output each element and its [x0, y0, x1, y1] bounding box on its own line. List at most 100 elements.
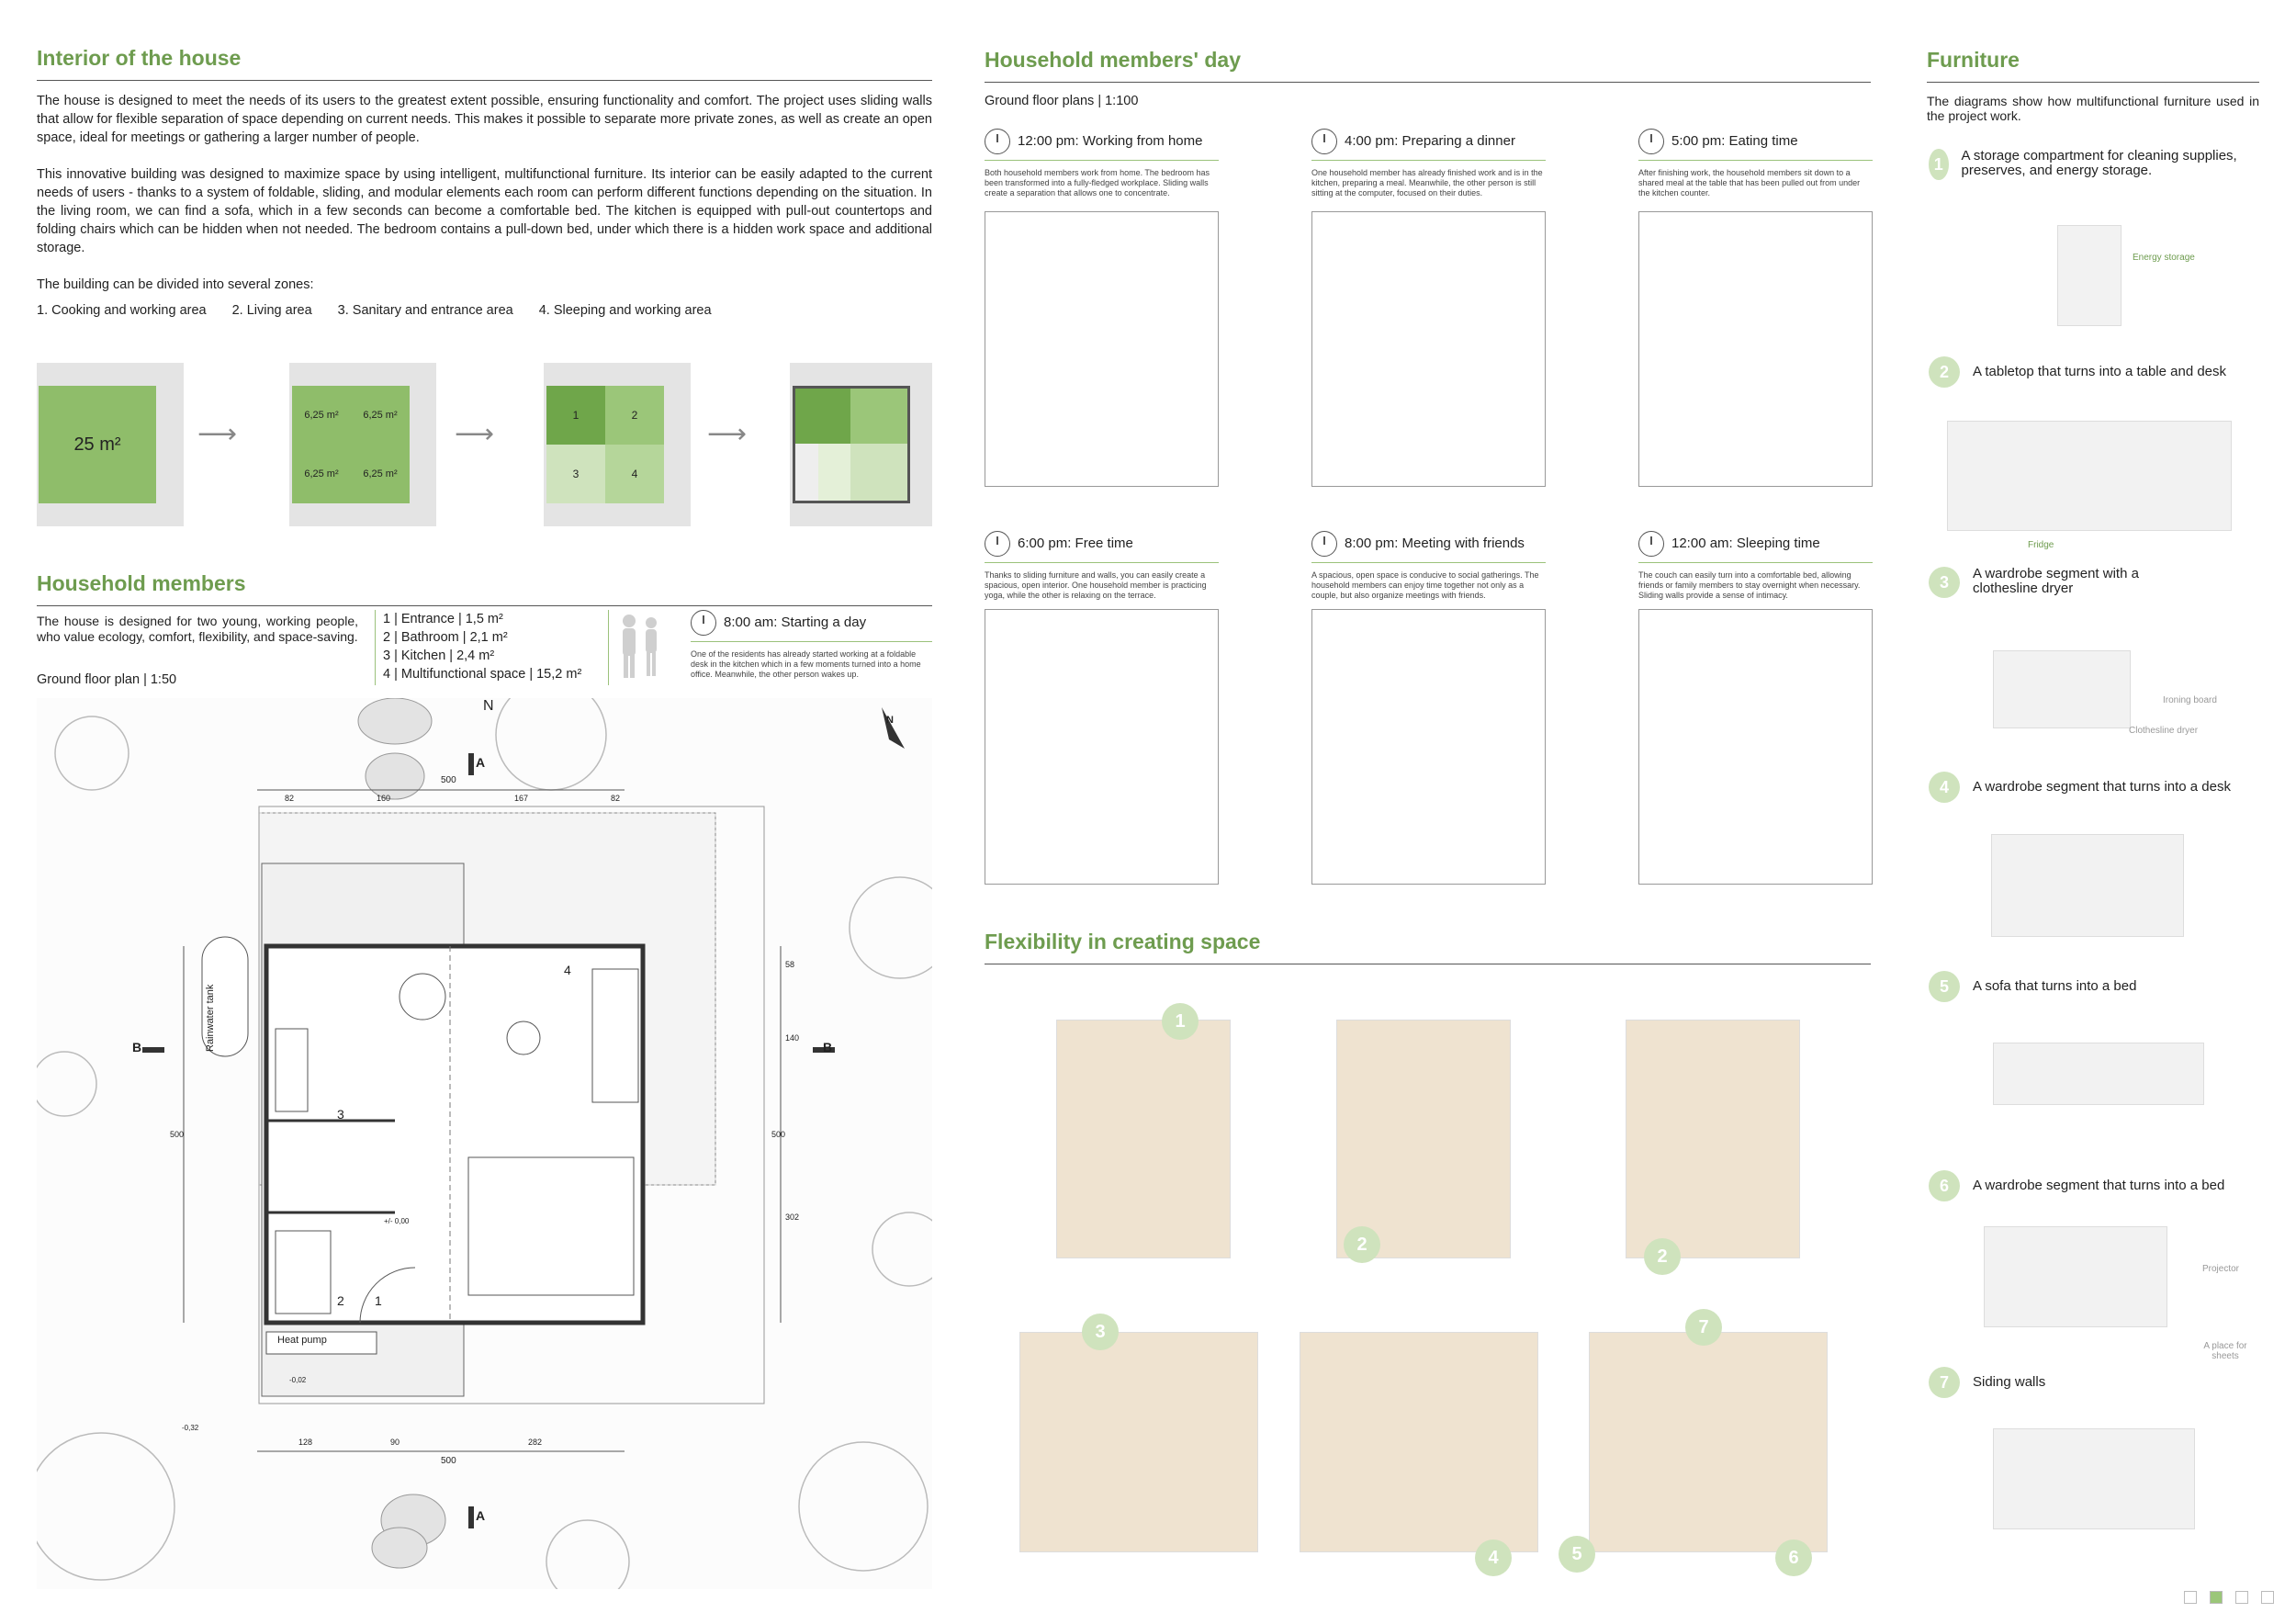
- callout-badge: 7: [1685, 1309, 1722, 1346]
- item-number: 3: [1929, 567, 1960, 598]
- furniture-diagram: [1993, 1428, 2195, 1529]
- section-b-left: B: [132, 1040, 142, 1054]
- section-b-right: B: [823, 1040, 833, 1054]
- dim-top-3: 167: [514, 794, 529, 803]
- callout-badge: 5: [1559, 1536, 1595, 1573]
- quarter-area: 6,25 m²: [363, 468, 398, 479]
- item-text: A storage compartment for cleaning suppl…: [1961, 148, 2237, 178]
- ground-plan-label: Ground floor plan | 1:50: [37, 672, 177, 687]
- arrow-icon: ⟶: [707, 419, 748, 449]
- furniture-diagram: [1993, 1043, 2204, 1105]
- clock-icon: [1638, 531, 1664, 557]
- room-number-1: 1: [375, 1293, 382, 1308]
- furniture-intro: The diagrams show how multifunctional fu…: [1927, 94, 2259, 123]
- members-description: The house is designed for two young, wor…: [37, 614, 358, 644]
- dim-right-3: 500: [771, 1130, 786, 1139]
- day-time: 12:00 am: Sleeping time: [1671, 535, 1820, 551]
- day-time: 8:00 pm: Meeting with friends: [1345, 535, 1525, 551]
- furniture-diagram: [1993, 650, 2131, 728]
- item-number: 7: [1929, 1367, 1960, 1398]
- furniture-title: Furniture: [1927, 48, 2259, 83]
- label-fridge: Fridge: [2028, 540, 2054, 550]
- zone-number: 2: [605, 386, 664, 445]
- room-number-2: 2: [337, 1293, 344, 1308]
- item-text: A tabletop that turns into a table and d…: [1973, 363, 2227, 379]
- dim-bottom-1: 128: [298, 1438, 313, 1447]
- clock-icon: [985, 129, 1010, 154]
- section-a-top: A: [476, 755, 486, 770]
- square-icon: [2184, 1591, 2197, 1604]
- day-plan: [985, 609, 1219, 885]
- clock-icon: [1311, 129, 1337, 154]
- flex-title: Flexibility in creating space: [985, 930, 1871, 964]
- label-dryer: Clothesline dryer: [2129, 726, 2199, 736]
- callout-badge: 1: [1162, 1003, 1199, 1040]
- square-icon: [2210, 1591, 2223, 1604]
- room-number-3: 3: [337, 1107, 344, 1122]
- item-number: 5: [1929, 971, 1960, 1002]
- zone-number: 4: [605, 445, 664, 503]
- callout-badge: 2: [1644, 1238, 1681, 1275]
- dim-right-1: 58: [785, 960, 795, 969]
- furniture-item: 4 A wardrobe segment that turns into a de…: [1929, 772, 2259, 803]
- callout-badge: 3: [1082, 1314, 1119, 1350]
- day-title: Household members' day: [985, 48, 1871, 83]
- item-number: 1: [1929, 149, 1949, 180]
- callout-badge: 6: [1775, 1539, 1812, 1576]
- arrow-icon: ⟶: [455, 419, 495, 449]
- isometric-view: [1626, 1020, 1800, 1258]
- label-ironing: Ironing board: [2163, 695, 2217, 705]
- square-icon: [2261, 1591, 2274, 1604]
- zone-diagram-3: 1 2 3 4: [544, 363, 691, 526]
- zone-2: 2. Living area: [231, 303, 312, 318]
- arrow-icon: ⟶: [197, 419, 238, 449]
- item-text: A sofa that turns into a bed: [1973, 977, 2137, 994]
- members-section: Household members: [37, 571, 932, 617]
- furniture-diagram: [1947, 421, 2232, 531]
- dim-bottom-total: 500: [441, 1456, 456, 1466]
- level-label: -0,02: [289, 1376, 307, 1384]
- interior-paragraph-3: The building can be divided into several…: [37, 277, 314, 292]
- furniture-diagram: [2057, 225, 2122, 326]
- clock-icon: [691, 610, 716, 636]
- item-number: 2: [1929, 356, 1960, 388]
- interior-paragraph-2: This innovative building was designed to…: [37, 167, 932, 255]
- level-label: +/- 0,00: [384, 1217, 410, 1225]
- heat-pump-label: Heat pump: [277, 1335, 327, 1346]
- zones-list: 1. Cooking and working area 2. Living ar…: [37, 303, 932, 318]
- quarter-area: 6,25 m²: [304, 468, 339, 479]
- item-text: A wardrobe segment that turns into a des…: [1973, 778, 2231, 795]
- label-projector: Projector: [2202, 1264, 2240, 1274]
- quarter-area: 6,25 m²: [304, 410, 339, 421]
- day-description: After finishing work, the household memb…: [1638, 168, 1861, 197]
- item-number: 4: [1929, 772, 1960, 803]
- room-4: 4 | Multifunctional space | 15,2 m²: [383, 667, 582, 682]
- people-icon: [608, 610, 681, 685]
- item-text: A wardrobe segment that turns into a bed: [1973, 1177, 2225, 1193]
- dim-bottom-3: 282: [528, 1438, 543, 1447]
- day-plan: [985, 211, 1219, 487]
- dim-right-4: 302: [785, 1212, 800, 1222]
- north-arrow-label: N: [886, 715, 894, 726]
- day-plan: [1638, 609, 1873, 885]
- clock-icon: [1311, 531, 1337, 557]
- day-time: 4:00 pm: Preparing a dinner: [1345, 132, 1515, 149]
- furniture-item: 1 A storage compartment for cleaning supp…: [1929, 149, 2259, 180]
- dim-right-2: 140: [785, 1033, 800, 1043]
- zone-number: 1: [546, 386, 605, 445]
- start-description: One of the residents has already started…: [691, 649, 921, 679]
- label-energy: Energy storage: [2133, 253, 2195, 263]
- day-plan: [1311, 211, 1546, 487]
- room-2: 2 | Bathroom | 2,1 m²: [383, 630, 508, 645]
- dim-top-total: 500: [441, 775, 456, 785]
- rainwater-tank-label: Rainwater tank: [205, 984, 216, 1052]
- day-description: The couch can easily turn into a comfort…: [1638, 570, 1861, 600]
- item-text: Siding walls: [1973, 1373, 2046, 1390]
- isometric-view: [1589, 1332, 1828, 1552]
- dim-top-1: 82: [285, 794, 295, 803]
- callout-badge: 2: [1344, 1226, 1380, 1263]
- dim-top-4: 82: [611, 794, 621, 803]
